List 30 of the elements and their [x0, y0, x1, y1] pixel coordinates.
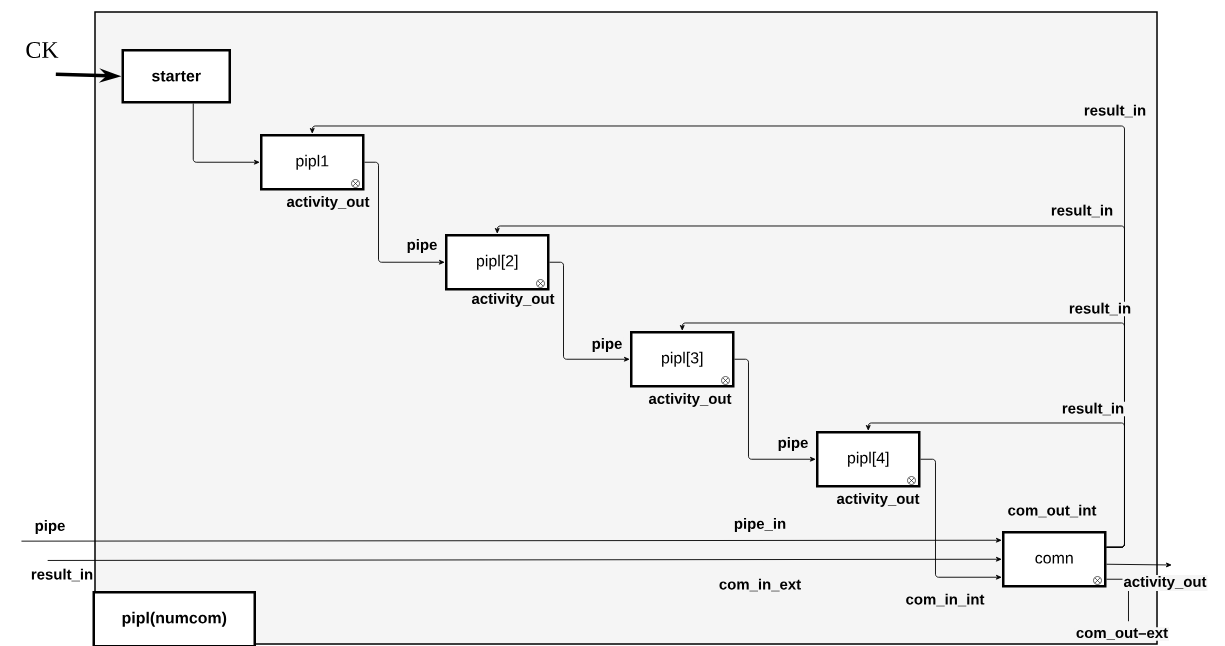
port-label: com_out_int — [1008, 504, 1097, 518]
edge-label: com_out–ext — [1074, 627, 1170, 641]
port-label: activity_out — [471, 293, 555, 307]
arrow — [1106, 562, 1172, 568]
edge-label: activity_out — [1122, 575, 1208, 591]
signal-label: result_in — [31, 568, 93, 582]
edge-label: pipe — [776, 436, 810, 452]
module-box: starter — [121, 49, 231, 104]
signal-label: CK — [26, 41, 59, 59]
edge-label: pipe — [590, 337, 624, 353]
signal-label: pipe — [35, 520, 65, 534]
port-label: activity_out — [836, 493, 920, 507]
port-label: activity_out — [648, 393, 732, 407]
arrow — [21, 537, 1002, 543]
arrow — [192, 103, 260, 165]
module-box: pipl[2] — [445, 234, 550, 291]
arrow — [865, 422, 1125, 548]
module-box: pipl1 — [260, 134, 365, 191]
arrow — [734, 358, 816, 462]
port-label: activity_out — [286, 196, 370, 210]
module-box: comn — [1002, 531, 1107, 588]
module-box: pipl[4] — [816, 431, 921, 488]
arrow — [364, 161, 445, 265]
arrow — [47, 556, 1002, 562]
edge-label: pipe_in — [732, 517, 788, 533]
module-box: pipl[3] — [630, 331, 735, 388]
arrow — [549, 261, 630, 362]
arrow — [920, 458, 1002, 580]
module-box: pipl(numcom) — [92, 591, 256, 646]
edge-label: pipe — [405, 238, 439, 254]
